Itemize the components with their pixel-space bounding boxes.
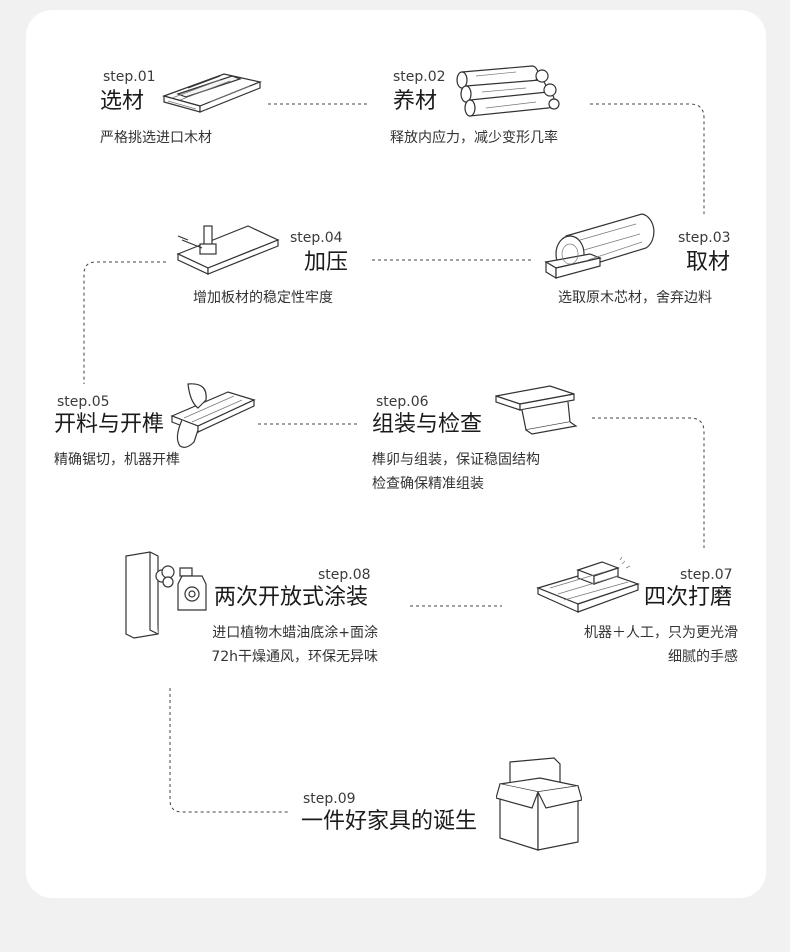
step-desc-line: 精确锯切，机器开榫 bbox=[54, 452, 180, 468]
log-pile-icon bbox=[456, 65, 560, 117]
saw-board-icon bbox=[170, 383, 256, 448]
step-desc-line: 榫卯与组装，保证稳固结构 bbox=[372, 452, 540, 468]
connector-6-7 bbox=[592, 417, 705, 548]
connector-8-9 bbox=[169, 688, 290, 813]
sanding-block-icon bbox=[536, 556, 640, 613]
step-number: step.04 bbox=[290, 221, 353, 246]
step-title: 开料与开榫 bbox=[54, 412, 165, 437]
connector-4-5 bbox=[83, 261, 166, 384]
wood-plank-icon bbox=[162, 73, 263, 113]
step-title: 组装与检查 bbox=[372, 412, 483, 437]
step-desc-line: 72h干燥通风，环保无异味 bbox=[211, 649, 378, 665]
step-desc-line: 选取原木芯材，舍弃边料 bbox=[558, 290, 712, 306]
step-title: 选材 bbox=[100, 89, 145, 114]
step-desc-line: 释放内应力，减少变形几率 bbox=[390, 130, 558, 146]
step-title: 养材 bbox=[393, 89, 438, 114]
step-number: step.02 bbox=[385, 60, 446, 85]
step-number: step.06 bbox=[368, 385, 429, 410]
process-card bbox=[26, 10, 766, 898]
step-number: step.05 bbox=[49, 385, 110, 410]
step-desc-line: 增加板材的稳定性牢度 bbox=[193, 290, 333, 306]
step-title: 加压 bbox=[304, 250, 349, 275]
step-title: 一件好家具的诞生 bbox=[301, 809, 478, 834]
step-number: step.07 bbox=[680, 558, 743, 583]
step-desc-line: 机器＋人工，只为更光滑 bbox=[584, 625, 738, 641]
connector-2-3 bbox=[590, 103, 705, 214]
box-icon bbox=[496, 757, 582, 851]
step-number: step.09 bbox=[295, 782, 356, 807]
step-desc-line: 细腻的手感 bbox=[668, 649, 738, 665]
step-desc-line: 严格挑选进口木材 bbox=[100, 130, 212, 146]
spray-panel-icon bbox=[125, 551, 207, 639]
step-title: 四次打磨 bbox=[644, 585, 733, 610]
step-desc-line: 检查确保精准组装 bbox=[372, 476, 484, 492]
log-cut-icon bbox=[544, 213, 655, 280]
step-number: step.08 bbox=[318, 558, 381, 583]
step-number: step.03 bbox=[678, 221, 741, 246]
step-desc-line: 进口植物木蜡油底涂+面涂 bbox=[212, 625, 378, 641]
step-number: step.01 bbox=[95, 60, 156, 85]
bracket-icon bbox=[495, 385, 578, 435]
step-title: 两次开放式涂装 bbox=[214, 585, 369, 610]
step-title: 取材 bbox=[686, 250, 731, 275]
press-icon bbox=[176, 225, 280, 275]
